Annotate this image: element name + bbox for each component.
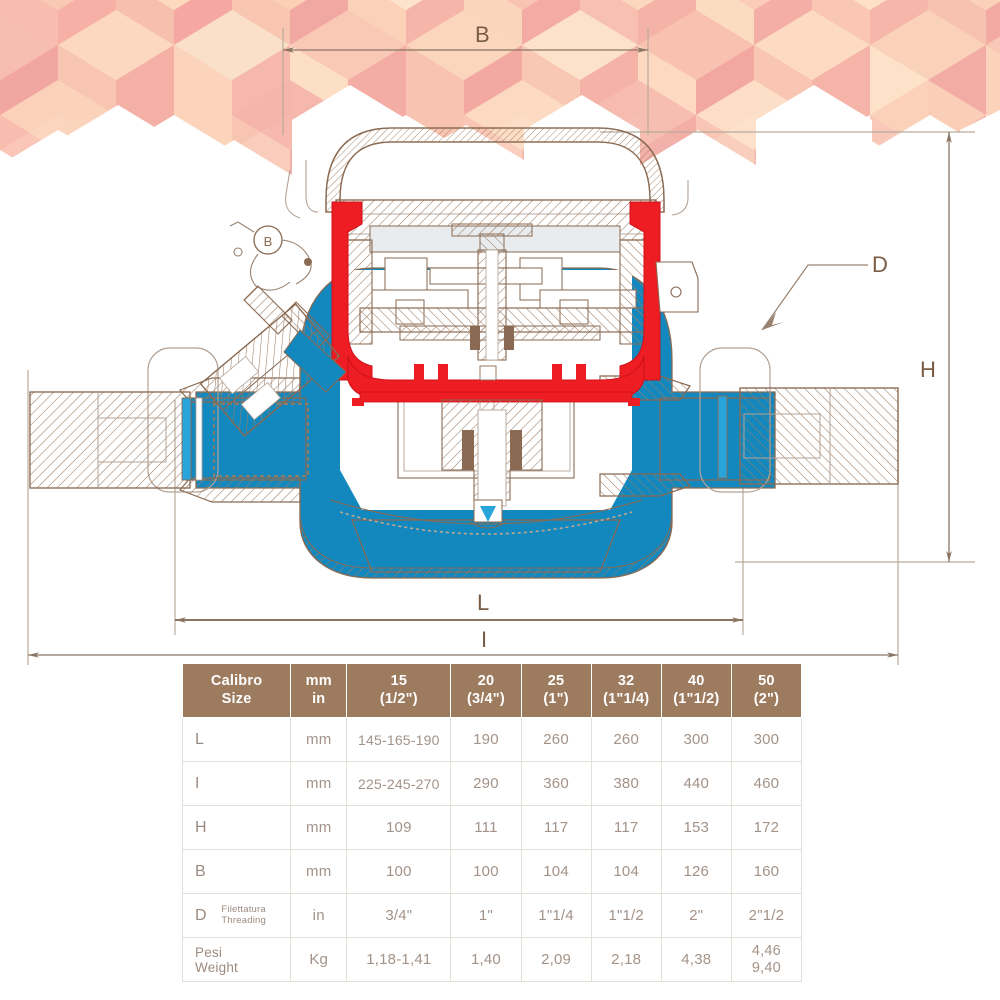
measuring-chamber-red: [331, 201, 661, 406]
table-row: I mm 225-245-270 290 360 380 440 460: [181, 761, 803, 807]
cell-b-15: 100: [346, 849, 452, 895]
weight-it: Pesi: [195, 944, 223, 960]
table-row: L mm 145-165-190 190 260 260 300 300: [181, 717, 803, 763]
cell-b-40: 126: [660, 849, 732, 895]
cell-l-40: 300: [660, 717, 732, 763]
cell-i-15: 225-245-270: [346, 761, 452, 807]
cell-w-40: 4,38: [660, 937, 732, 983]
row-unit-l: mm: [290, 717, 348, 763]
row-label-i: I: [181, 761, 292, 807]
row-unit-i: mm: [290, 761, 348, 807]
cell-h-20: 111: [450, 805, 522, 851]
cell-h-50: 172: [730, 805, 803, 851]
header-size-en: Size: [221, 690, 252, 707]
side-lug: [655, 261, 699, 313]
cell-h-40: 153: [660, 805, 732, 851]
cell-h-15: 109: [346, 805, 452, 851]
cell-d-50: 2"1/2: [730, 893, 803, 939]
weight-50-line: 4,46: [751, 943, 781, 960]
cell-h-32: 117: [590, 805, 662, 851]
cell-b-25: 104: [520, 849, 592, 895]
cell-l-25: 260: [520, 717, 592, 763]
row-label-l: L: [181, 717, 292, 763]
dimension-label-i: I: [481, 627, 488, 652]
table-header-row: Calibro Size mm in 15 (1/2") 20 (3/4") 2…: [181, 662, 803, 719]
table-row: D Filettatura Threading in 3/4" 1" 1"1/4…: [181, 893, 803, 939]
row-unit-weight: Kg: [290, 937, 348, 983]
row-unit-d: in: [290, 893, 348, 939]
row-label-d: D Filettatura Threading: [181, 893, 292, 939]
threading-en: Threading: [221, 914, 266, 926]
cell-w-15: 1,18-1,41: [346, 937, 452, 983]
outlet-fitting-right: [599, 347, 899, 497]
row-label-d-sub: Filettatura Threading: [221, 904, 266, 926]
table-row: Pesi Weight Kg 1,18-1,41 1,40 2,09 2,18 …: [181, 937, 803, 983]
row-label-weight: Pesi Weight: [181, 937, 292, 983]
table-row: H mm 109 111 117 117 153 172: [181, 805, 803, 851]
header-size-50: 50 (2"): [730, 662, 803, 719]
cell-b-50: 160: [730, 849, 803, 895]
cell-w-20: 1,40: [450, 937, 522, 983]
dimension-label-d: D: [872, 252, 889, 277]
header-size-32: 32 (1"1/4): [590, 662, 662, 719]
cell-l-50: 300: [730, 717, 803, 763]
cell-b-20: 100: [450, 849, 522, 895]
header-unit-mm: mm: [305, 673, 332, 689]
cell-d-40: 2": [660, 893, 732, 939]
cell-w-32: 2,18: [590, 937, 662, 983]
seal-marker-label: B: [264, 234, 273, 249]
row-unit-b: mm: [290, 849, 348, 895]
cell-l-20: 190: [450, 717, 522, 763]
protective-cover: [284, 127, 689, 219]
header-unit-in: in: [312, 690, 326, 707]
lead-seal-detail: B: [229, 221, 312, 291]
table-row: B mm 100 100 104 104 126 160: [181, 849, 803, 895]
cell-d-15: 3/4": [346, 893, 452, 939]
cell-i-32: 380: [590, 761, 662, 807]
header-size: Calibro Size: [181, 662, 292, 719]
cell-d-25: 1"1/4: [520, 893, 592, 939]
row-label-b: B: [181, 849, 292, 895]
cell-d-20: 1": [450, 893, 522, 939]
cell-b-32: 104: [590, 849, 662, 895]
row-label-d-letter: D: [195, 907, 207, 925]
header-size-20: 20 (3/4"): [450, 662, 522, 719]
specification-table: Calibro Size mm in 15 (1/2") 20 (3/4") 2…: [181, 662, 803, 983]
weight-50-line: 9,40: [751, 959, 781, 976]
cell-i-25: 360: [520, 761, 592, 807]
cell-l-32: 260: [590, 717, 662, 763]
water-meter-cross-section: B: [27, 28, 975, 665]
threading-it: Filettatura: [221, 904, 266, 916]
angled-strainer: [199, 285, 347, 437]
cell-i-50: 460: [730, 761, 803, 807]
header-unit: mm in: [290, 662, 348, 719]
dimension-label-b: B: [475, 22, 491, 47]
header-size-15: 15 (1/2"): [346, 662, 452, 719]
row-unit-h: mm: [290, 805, 348, 851]
cell-l-15: 145-165-190: [346, 717, 452, 763]
header-size-25: 25 (1"): [520, 662, 592, 719]
weight-en: Weight: [195, 959, 238, 975]
row-label-h: H: [181, 805, 292, 851]
central-spindle: [441, 223, 543, 529]
cell-d-32: 1"1/2: [590, 893, 662, 939]
header-size-it: Calibro: [210, 673, 263, 689]
header-size-40: 40 (1"1/2): [660, 662, 732, 719]
dimension-label-h: H: [920, 357, 937, 382]
cell-h-25: 117: [520, 805, 592, 851]
dimension-label-l: L: [477, 590, 490, 615]
cell-i-40: 440: [660, 761, 732, 807]
cell-i-20: 290: [450, 761, 522, 807]
cell-w-25: 2,09: [520, 937, 592, 983]
